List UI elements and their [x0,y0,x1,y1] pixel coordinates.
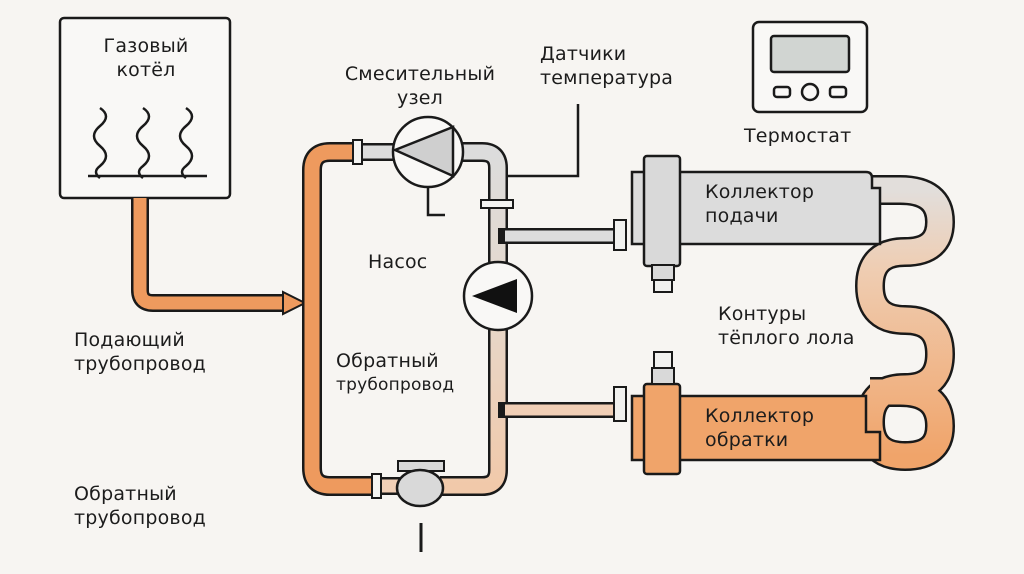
floor-circuits-label-line: тёплого лола [718,327,855,349]
return-branch-pipe [498,386,627,422]
return-pipeline-center-label: Обратный трубопровод [336,349,454,397]
return-collector-label-line: Коллектор [705,405,815,427]
circulation-pump-icon [462,260,534,332]
return-pipeline-center-label-line: Обратный [336,350,439,372]
boiler-label: Газовый котёл [86,34,206,82]
temperature-sensors-label: Датчики температура [540,42,673,90]
mixing-unit-label-line: узел [397,87,443,109]
return-pipeline-bottom-label-line: Обратный [74,483,177,505]
wavy-flame-icon [92,106,194,179]
floor-circuits-label: Контуры тёплого лола [718,302,855,350]
supply-pipe [131,198,308,316]
return-pipeline-bottom-label: Обратный трубопровод [74,482,206,530]
flow-arrow-icon [282,290,308,316]
pump-label-line: Насос [368,251,428,273]
floor-circuits-label-line: Контуры [718,303,807,325]
pipe-flange [352,139,363,165]
pipe-flange [480,199,514,209]
gas-boiler [58,16,232,200]
mixing-unit-label: Смесительный узел [310,62,530,110]
main-circuit-pipes [302,142,508,496]
supply-branch-pipe [498,219,627,251]
thermostat-label-line: Термостат [744,125,852,147]
supply-pipeline-label-line: трубопровод [74,353,206,375]
floor-heating-loop [854,175,956,472]
boiler-label-line: котёл [116,59,176,81]
temperature-sensors-label-line: Датчики [540,43,627,65]
supply-pipeline-label: Подающий трубопровод [74,328,206,376]
temperature-sensors-label-line: температура [540,67,674,89]
three-way-valve-icon [391,115,465,217]
supply-collector-label: Коллектор подачи [705,180,814,228]
return-pipeline-center-label-line: трубопровод [336,375,455,395]
pipe-flange [371,473,382,499]
boiler-label-line: Газовый [103,35,189,57]
sensor-leader-line [507,104,580,178]
mixing-unit-label-line: Смесительный [344,63,496,85]
thermostat-icon [751,20,869,114]
supply-collector-label-line: Коллектор [705,181,815,203]
supply-collector [630,154,882,293]
supply-pipeline-label-line: Подающий [74,329,185,351]
ball-valve-icon [395,460,445,552]
return-collector-label-line: обратки [705,429,789,451]
thermostat-label: Термостат [744,124,851,148]
return-collector [630,351,882,476]
supply-collector-label-line: подачи [705,205,779,227]
pump-label: Насос [368,250,427,274]
return-pipeline-bottom-label-line: трубопровод [74,507,206,529]
return-collector-label: Коллектор обратки [705,404,814,452]
